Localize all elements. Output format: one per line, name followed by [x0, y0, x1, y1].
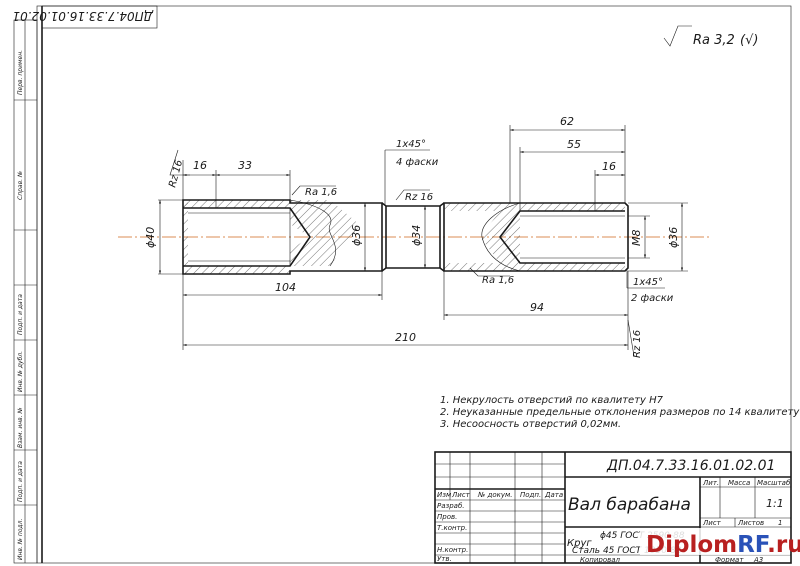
- tb-part-name: Вал барабана: [568, 495, 691, 515]
- tb-mass-header: Масса: [728, 479, 750, 487]
- note-3: 3. Несоосность отверстий 0,02мм.: [440, 419, 621, 430]
- rough-rz16-right: Rz 16: [632, 330, 643, 358]
- left-binding-strip: Перв. примен. Справ. № Подп. и дата Инв.…: [13, 19, 38, 564]
- watermark-accent: RF: [737, 532, 769, 558]
- tb-row-nkontr: Н.контр.: [437, 546, 468, 554]
- rough-rz16-left: Rz 16: [167, 159, 185, 189]
- chamfer-top-count: 4 фаски: [396, 157, 439, 168]
- rough-ra16-bottom: Ra 1,6: [482, 275, 514, 286]
- roughness-general-value: Ra 3,2: [693, 33, 735, 48]
- tb-col-izm: Изм: [437, 491, 452, 499]
- tb-sheets-label: Листов: [737, 519, 764, 527]
- dim-dia-34: ϕ34: [410, 225, 423, 246]
- tb-lit-header: Лит.: [702, 479, 719, 487]
- dim-210: 210: [395, 331, 416, 344]
- tb-row-tkontr: Т.контр.: [437, 524, 467, 532]
- tb-col-date: Дата: [544, 491, 563, 499]
- note-1: 1. Некрулость отверстий по квалитету Н7: [440, 395, 664, 406]
- tb-col-doc: № докум.: [477, 491, 513, 499]
- tb-scale-value: 1:1: [766, 497, 784, 510]
- rotated-code-box: ДП04.7.33.16.01.02.01: [12, 5, 158, 29]
- roughness-marks: Rz 16 Ra 1,6 Rz 16 Ra 1,6 Rz 16: [167, 149, 643, 358]
- technical-notes: 1. Некрулость отверстий по квалитету Н7 …: [440, 395, 800, 430]
- shaft-body: [182, 199, 629, 275]
- sheet-frame: [36, 5, 792, 564]
- tb-col-sign: Подп.: [520, 491, 541, 499]
- watermark: DiplomRF.ru: [640, 528, 800, 558]
- chamfer-top-size: 1х45°: [396, 139, 426, 150]
- chamfer-callouts: 1х45° 4 фаски 1х45° 2 фаски: [384, 139, 674, 304]
- dim-104: 104: [275, 281, 296, 294]
- note-2: 2. Неуказанные предельные отклонения раз…: [440, 407, 800, 418]
- tb-col-list: Лист: [451, 491, 471, 499]
- tb-format-label: Формат: [715, 556, 744, 564]
- dim-33: 33: [238, 159, 252, 172]
- tb-row-razrab: Разраб.: [437, 502, 465, 510]
- tb-row-utv: Утв.: [437, 555, 452, 563]
- dim-dia-40: ϕ40: [144, 227, 157, 248]
- dim-dia-36-right: ϕ36: [667, 227, 680, 248]
- roughness-general-bracket: (√): [740, 33, 758, 48]
- tb-material-prefix: Круг: [567, 538, 592, 549]
- tb-copied-label: Копировал: [580, 556, 621, 564]
- chamfer-bottom-size: 1х45°: [633, 277, 663, 288]
- tb-sheet-label: Лист: [702, 519, 722, 527]
- strip-label-4: Взам. инв. №: [17, 407, 24, 448]
- strip-label-6: Инв. № подл.: [17, 519, 24, 560]
- tb-doc-code: ДП.04.7.33.16.01.02.01: [606, 458, 775, 474]
- dim-94: 94: [530, 301, 544, 314]
- dim-16-left: 16: [193, 159, 207, 172]
- watermark-brand: Diplom: [646, 532, 737, 558]
- general-roughness: Ra 3,2 (√): [663, 25, 758, 48]
- rough-rz16-mid: Rz 16: [405, 192, 433, 203]
- rough-ra16-left: Ra 1,6: [305, 187, 337, 198]
- dim-16-right: 16: [602, 160, 616, 173]
- strip-label-1: Справ. №: [17, 171, 24, 200]
- tb-row-prov: Пров.: [437, 513, 457, 521]
- strip-label-5: Подп. и дата: [17, 461, 24, 502]
- watermark-suffix: .ru: [767, 532, 800, 558]
- strip-label-0: Перв. примен.: [17, 50, 24, 95]
- tb-sheets-value: 1: [778, 519, 782, 527]
- dim-55: 55: [567, 138, 581, 151]
- chamfer-bottom-count: 2 фаски: [631, 293, 674, 304]
- strip-label-3: Инв. № дубл.: [17, 351, 24, 392]
- rotated-code-text: ДП04.7.33.16.01.02.01: [12, 9, 154, 23]
- svg-text:DiplomRF.ru: DiplomRF.ru: [646, 532, 800, 558]
- tb-material-bottom: Сталь 45 ГОСТ 1050-88: [572, 546, 682, 556]
- tb-format-value: А3: [753, 556, 763, 564]
- dimension-lines: 62 55 16 16 33 104 94 210 ϕ40: [144, 115, 688, 350]
- dim-dia-36-left: ϕ36: [350, 225, 363, 246]
- tb-scale-header: Масштаб: [757, 479, 791, 487]
- strip-label-2: Подп. и дата: [17, 294, 24, 335]
- dim-m-thread: М8: [630, 230, 643, 247]
- dim-62: 62: [560, 115, 574, 128]
